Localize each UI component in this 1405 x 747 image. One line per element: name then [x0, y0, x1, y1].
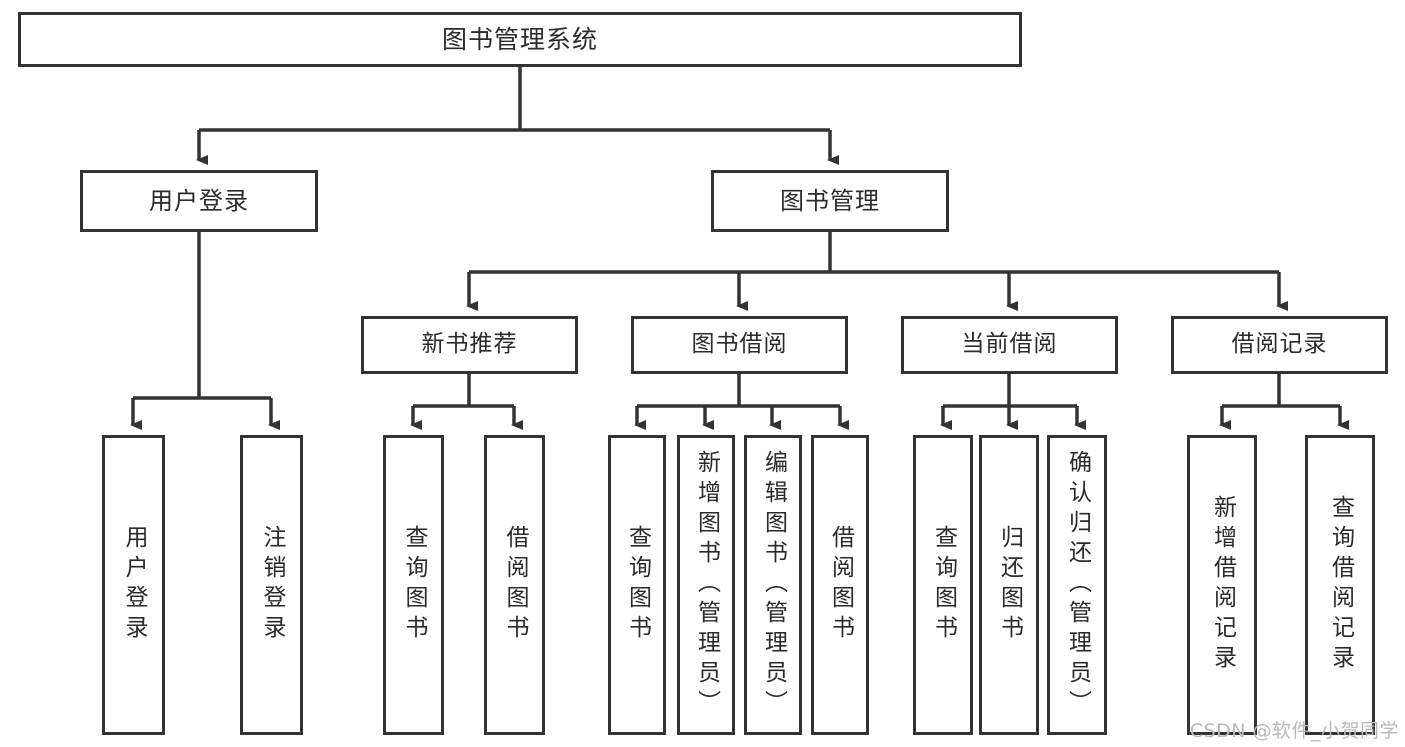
- leaf-query-borrow-record[interactable]: 查询借阅记录: [1305, 435, 1375, 735]
- csdn-watermark: CSDN @软件_小贺同学: [1189, 720, 1399, 742]
- leaf-query-book-borrow[interactable]: 查询图书: [608, 435, 666, 735]
- node-label: 图书借阅: [691, 331, 788, 358]
- node-root-book-management-system[interactable]: 图书管理系统: [18, 12, 1022, 67]
- leaf-add-borrow-record[interactable]: 新增借阅记录: [1187, 435, 1257, 735]
- leaf-borrow-book-recommend[interactable]: 借阅图书: [484, 435, 545, 735]
- node-label: 新书推荐: [421, 331, 518, 358]
- node-book-management[interactable]: 图书管理: [711, 170, 949, 232]
- leaf-confirm-return[interactable]: 确认归还（管理员）: [1047, 435, 1107, 735]
- node-label: 确认归还（管理员）: [1064, 450, 1091, 720]
- leaf-edit-book[interactable]: 编辑图书（管理员）: [744, 435, 802, 735]
- node-label: 图书管理系统: [441, 24, 598, 54]
- leaf-query-book-recommend[interactable]: 查询图书: [383, 435, 444, 735]
- node-label: 注销登录: [259, 525, 285, 645]
- node-label: 新增图书（管理员）: [693, 450, 720, 720]
- node-label: 当前借阅: [961, 331, 1058, 358]
- node-current-borrow[interactable]: 当前借阅: [901, 316, 1118, 374]
- node-label: 用户登录: [121, 525, 147, 645]
- node-borrow-record[interactable]: 借阅记录: [1171, 316, 1388, 374]
- node-book-borrow[interactable]: 图书借阅: [631, 316, 848, 374]
- node-user-login[interactable]: 用户登录: [80, 170, 318, 232]
- node-label: 借阅记录: [1231, 331, 1328, 358]
- node-label: 图书管理: [780, 186, 880, 215]
- node-new-book-recommend[interactable]: 新书推荐: [361, 316, 578, 374]
- node-label: 借阅图书: [502, 525, 528, 645]
- leaf-add-book[interactable]: 新增图书（管理员）: [677, 435, 735, 735]
- node-label: 查询借阅记录: [1327, 495, 1354, 675]
- leaf-borrow-book[interactable]: 借阅图书: [811, 435, 869, 735]
- node-label: 查询图书: [930, 525, 957, 645]
- node-label: 新增借阅记录: [1209, 495, 1236, 675]
- leaf-user-login[interactable]: 用户登录: [102, 435, 165, 735]
- node-label: 归还图书: [996, 525, 1023, 645]
- leaf-return-book[interactable]: 归还图书: [979, 435, 1039, 735]
- node-label: 查询图书: [624, 525, 651, 645]
- leaf-logout[interactable]: 注销登录: [240, 435, 303, 735]
- node-label: 借阅图书: [827, 525, 854, 645]
- node-label: 编辑图书（管理员）: [760, 450, 787, 720]
- leaf-query-book-current[interactable]: 查询图书: [913, 435, 973, 735]
- node-label: 用户登录: [149, 186, 249, 215]
- node-label: 查询图书: [401, 525, 427, 645]
